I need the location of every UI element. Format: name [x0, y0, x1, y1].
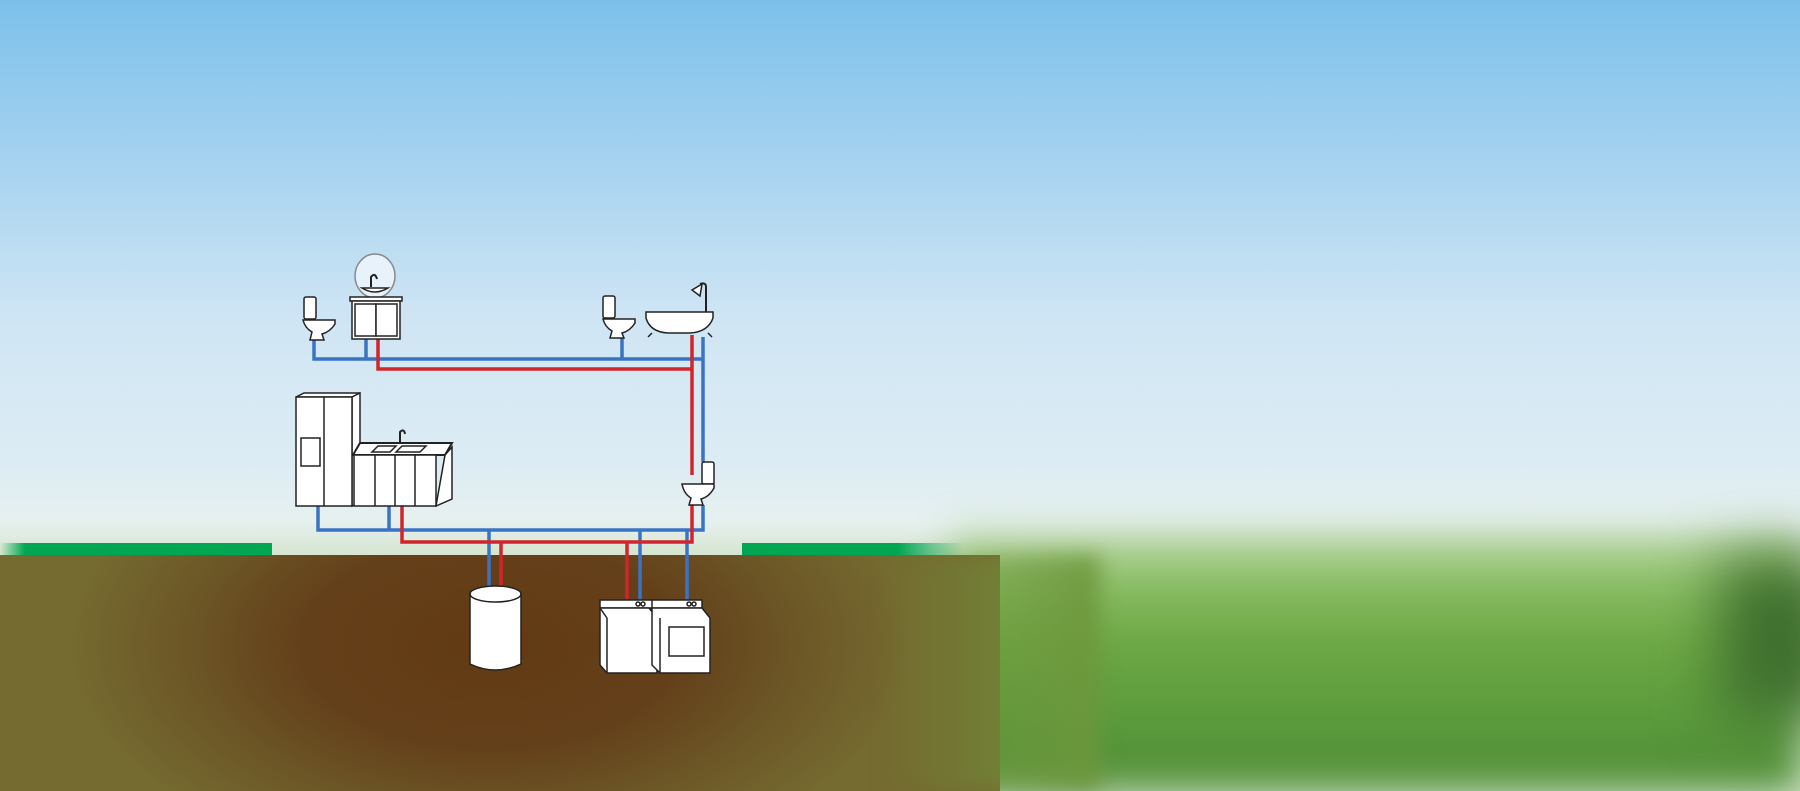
washer-icon [599, 599, 658, 674]
refrigerator-icon [295, 391, 361, 508]
soil-fade [880, 555, 1100, 791]
lawn-strip-left [0, 543, 272, 555]
water-heater-icon [469, 585, 522, 671]
dryer-icon [651, 599, 711, 674]
toilet-icon [681, 461, 715, 506]
kitchen-sink-icon [351, 429, 454, 508]
hot-water-pipes [376, 335, 694, 600]
toilet-icon [302, 296, 336, 341]
cold-water-pipes [312, 337, 705, 600]
bathroom-vanity-icon [349, 253, 403, 340]
toilet-icon [602, 295, 636, 339]
lawn-strip-right [742, 543, 964, 555]
grass-shadow [1720, 560, 1800, 720]
bathtub-icon [645, 282, 714, 338]
